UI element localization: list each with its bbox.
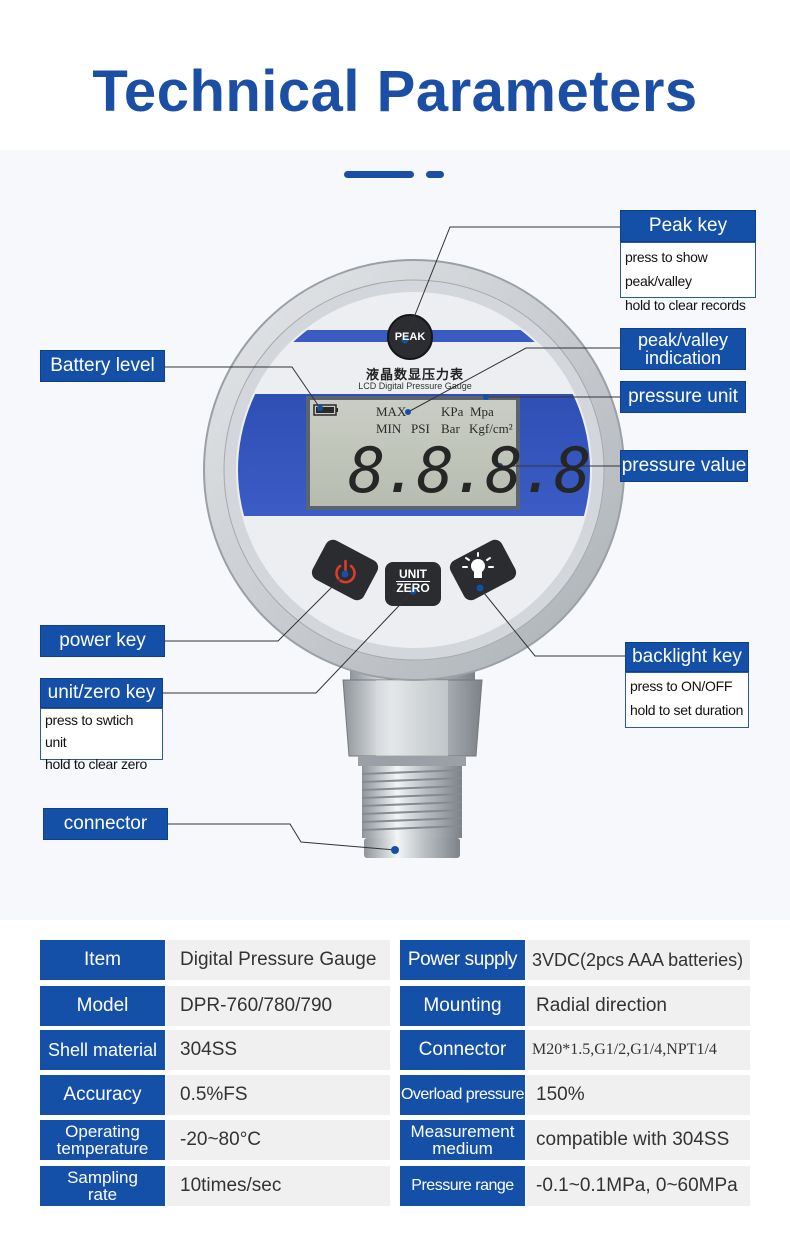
callout-power-key: power key [40,625,165,657]
spec-key-line2: temperature [56,1139,149,1158]
spec-key: Overload pressure [400,1075,525,1115]
brand-english: LCD Digital Pressure Gauge [358,381,472,391]
callout-pressure-value: pressure value [620,450,748,482]
spec-key: Power supply [400,940,525,980]
spec-key-line1: Operating [65,1122,140,1141]
callout-connector: connector [43,808,168,840]
spec-value: Digital Pressure Gauge [166,940,390,980]
spec-value: DPR-760/780/790 [166,986,390,1026]
peak-key-desc-line2: hold to clear records [625,297,746,313]
lcd-psi: PSI [411,421,430,436]
lcd-kgf: Kgf/cm² [469,421,513,436]
lcd-digits: 8.8.8.8 [348,434,591,507]
spec-key: Item [40,940,165,980]
spec-value: 10times/sec [166,1166,390,1206]
spec-key: Pressure range [400,1166,525,1206]
lcd-bar: Bar [441,421,460,436]
title-underline-long [344,171,414,178]
peak-key-desc-line1: press to show peak/valley [625,249,708,289]
callout-unit-zero-key-desc: press to swtich unit hold to clear zero [40,708,163,772]
lcd-min: MIN [376,421,402,436]
spec-value: -0.1~0.1MPa, 0~60MPa [526,1166,750,1206]
callout-pressure-unit: pressure unit [620,381,746,413]
backlight-desc-line1: press to ON/OFF [630,678,733,694]
unit-zero-button[interactable]: UNIT ZERO [385,568,441,595]
title-underline-short [426,171,444,178]
spec-value: 0.5%FS [166,1075,390,1115]
lightbulb-icon [462,552,494,578]
callout-battery-level: Battery level [40,350,165,382]
spec-key-line2: medium [432,1139,493,1158]
spec-key: Mounting [400,986,525,1026]
backlight-desc-line2: hold to set duration [630,702,744,718]
unit-button-label: UNIT [399,567,427,581]
callout-peak-key: Peak key [620,210,756,242]
callout-backlight-key-desc: press to ON/OFF hold to set duration [625,672,749,728]
spec-value: -20~80°C [166,1120,390,1160]
spec-key-line1: Sampling [67,1168,138,1187]
spec-key: Connector [400,1030,525,1070]
spec-value: 304SS [166,1030,390,1070]
spec-key-line1: Measurement [410,1122,515,1141]
power-icon [335,559,356,584]
gauge-illustration [163,226,625,858]
zero-button-label: ZERO [396,581,430,595]
spec-value: compatible with 304SS [526,1120,750,1160]
brand-chinese: 液晶数显压力表 [365,368,464,383]
spec-key: Model [40,986,165,1026]
spec-key: Accuracy [40,1075,165,1115]
lcd-max: MAX [376,404,407,419]
peak-valley-line2: indication [644,348,722,368]
callout-peak-key-desc: press to show peak/valley hold to clear … [620,242,756,313]
connector-stem [342,662,483,858]
callout-unit-zero-key: unit/zero key [40,678,163,708]
peak-button[interactable]: PEAK [394,331,426,343]
spec-key-line2: rate [87,1185,118,1204]
spec-key: Operating temperature [40,1120,165,1160]
spec-value: 150% [526,1075,750,1115]
spec-value: M20*1.5,G1/2,G1/4,NPT1/4 [526,1030,750,1070]
spec-value: 3VDC(2pcs AAA batteries) [526,940,750,980]
lcd-kpa: KPa [441,404,464,419]
callout-backlight-key: backlight key [625,642,749,672]
unit-zero-desc-line2: hold to clear zero [45,756,147,772]
peak-valley-line1: peak/valley [637,330,729,350]
spec-key: Sampling rate [40,1166,165,1206]
unit-zero-desc-line1: press to swtich unit [45,712,134,750]
spec-value: Radial direction [526,986,750,1026]
spec-key: Measurement medium [400,1120,525,1160]
spec-key: Shell material [40,1030,165,1070]
lcd-mpa: Mpa [470,404,494,419]
page-title: Technical Parameters [92,59,698,124]
callout-peak-valley: peak/valley indication [620,328,746,370]
